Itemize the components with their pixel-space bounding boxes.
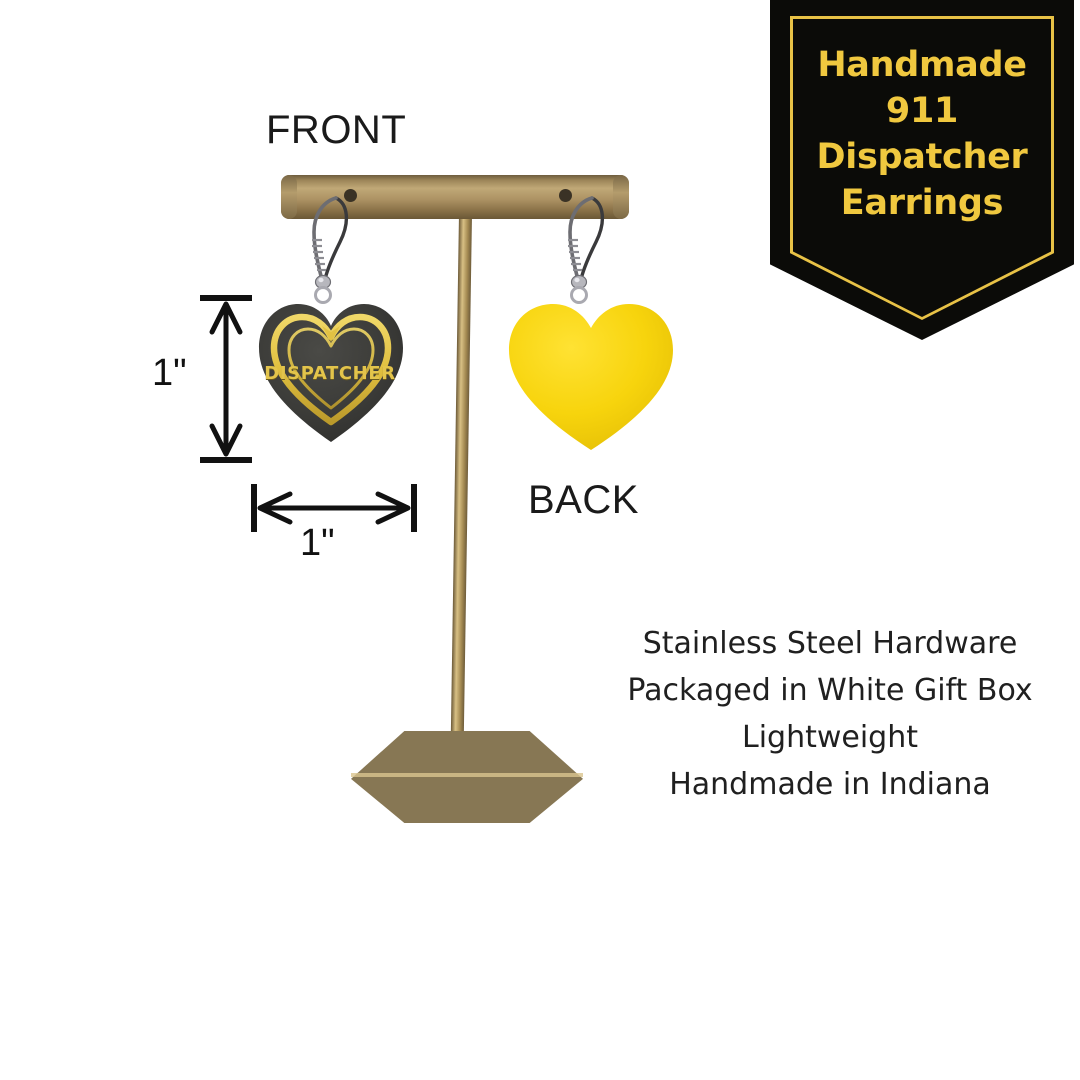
badge-line-4: Earrings (840, 183, 1004, 223)
feature-line-3: Lightweight (741, 720, 918, 755)
front-label: FRONT (266, 108, 407, 152)
width-dimension-label: 1" (300, 522, 335, 564)
height-dimension-label: 1" (152, 352, 187, 394)
badge-text-block: Handmade 911 Dispatcher Earrings (782, 42, 1062, 226)
back-label: BACK (528, 478, 639, 522)
height-dimension-arrow (200, 295, 252, 463)
stand-bar-right-cap (613, 175, 629, 219)
stand-bar-hole-left (344, 189, 357, 202)
ear-wire-left-icon (312, 196, 348, 304)
badge-line-3: Dispatcher (816, 137, 1028, 177)
badge-line-2: 911 (885, 91, 959, 131)
stand-vertical-post (450, 213, 472, 755)
badge-border (790, 16, 1054, 320)
stand-base-edge-highlight (351, 773, 583, 777)
badge-inner-fill (793, 19, 1051, 317)
front-earring-dispatcher-heart (259, 304, 403, 442)
stand-bar-hole-right (559, 189, 572, 202)
width-dimension-arrow (251, 484, 417, 532)
feature-line-4: Handmade in Indiana (669, 767, 991, 802)
back-earring-yellow-heart (509, 304, 673, 450)
stand-base-front-face (351, 775, 583, 880)
feature-text-block: Stainless Steel Hardware Packaged in Whi… (596, 620, 1064, 808)
feature-line-1: Stainless Steel Hardware (642, 626, 1018, 661)
front-earring-engraved-text: DISPATCHER (264, 363, 396, 384)
stand-bar-left-cap (281, 175, 297, 219)
ear-wire-right-icon (568, 196, 604, 304)
stand-base-top-face (351, 731, 583, 823)
feature-line-2: Packaged in White Gift Box (627, 673, 1033, 708)
badge-line-1: Handmade (817, 45, 1027, 85)
